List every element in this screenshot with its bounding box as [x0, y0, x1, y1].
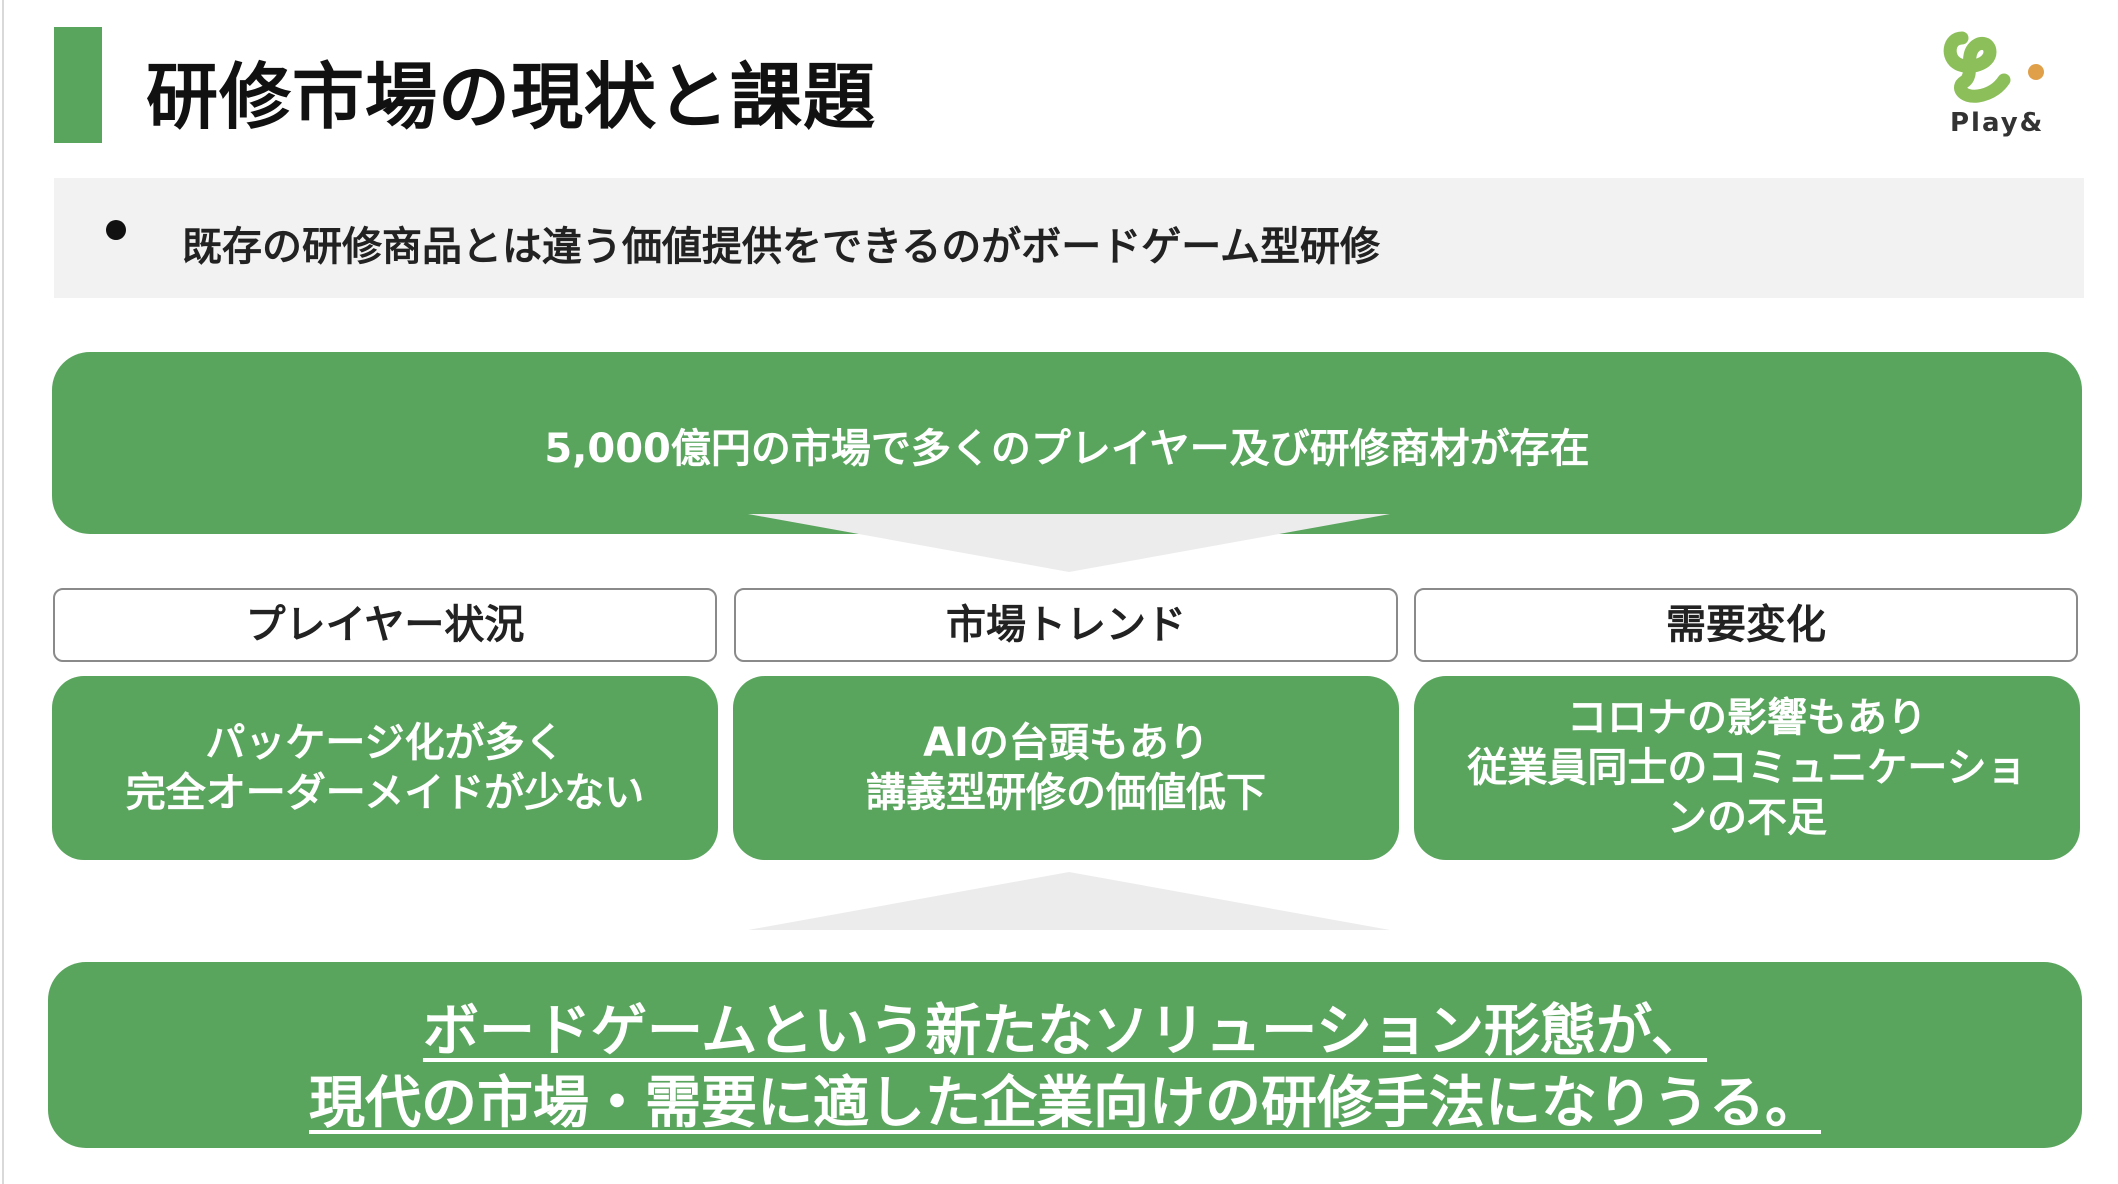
column-box-demand: コロナの影響もあり 従業員同士のコミュニケーショ ンの不足: [1414, 676, 2080, 860]
play-and-logo-icon: [1943, 31, 2044, 103]
column-box-trend: AIの台頭もあり 講義型研修の価値低下: [733, 676, 1399, 860]
market-banner: 5,000億円の市場で多くのプレイヤー及び研修商材が存在: [52, 352, 2082, 534]
column-box-players: パッケージ化が多く 完全オーダーメイドが少ない: [52, 676, 718, 860]
column-header-players: プレイヤー状況: [53, 588, 717, 662]
column-header-trend: 市場トレンド: [734, 588, 1398, 662]
conclusion-banner: ボードゲームという新たなソリューション形態が、 現代の市場・需要に適した企業向け…: [48, 962, 2082, 1148]
conclusion-line-2: 現代の市場・需要に適した企業向けの研修手法になりうる。: [309, 1071, 1821, 1136]
column-text-demand: コロナの影響もあり 従業員同士のコミュニケーショ ンの不足: [1467, 695, 2027, 841]
triangle-up-icon: [748, 872, 1390, 930]
column-header-demand: 需要変化: [1414, 588, 2078, 662]
column-text-trend: AIの台頭もあり 講義型研修の価値低下: [866, 720, 1266, 816]
conclusion-line-1: ボードゲームという新たなソリューション形態が、: [422, 999, 1708, 1064]
page-left-border: [2, 0, 4, 1184]
subtitle-text: 既存の研修商品とは違う価値提供をできるのがボードゲーム型研修: [182, 224, 1380, 270]
brand-logo: Play&: [1940, 24, 2060, 142]
triangle-down-icon: [748, 514, 1390, 572]
market-banner-text: 5,000億円の市場で多くのプレイヤー及び研修商材が存在: [544, 426, 1590, 472]
slide-title: 研修市場の現状と課題: [146, 55, 877, 139]
column-text-players: パッケージ化が多く 完全オーダーメイドが少ない: [125, 720, 645, 816]
subtitle-band: [54, 178, 2084, 298]
title-accent-bar: [54, 27, 102, 143]
bullet-dot-icon: [106, 220, 126, 240]
logo-wordmark: Play&: [1950, 108, 2045, 138]
